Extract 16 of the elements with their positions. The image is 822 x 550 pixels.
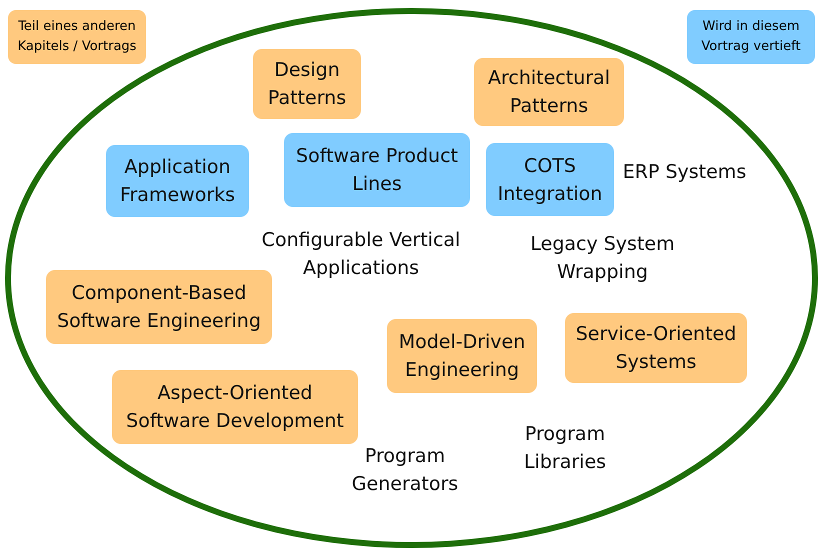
topic-box: Design Patterns — [253, 49, 361, 119]
topic-box: Software Product Lines — [284, 133, 470, 207]
topic-box: Application Frameworks — [106, 145, 249, 217]
legend-swatch: Wird in diesem Vortrag vertieft — [687, 10, 815, 64]
topic-box: COTS Integration — [486, 143, 614, 216]
topic-label: Program Generators — [350, 444, 460, 497]
topic-box: Model-Driven Engineering — [387, 319, 537, 393]
boundary-ellipse — [5, 8, 818, 548]
topic-label: Program Libraries — [522, 422, 608, 475]
topic-box: Service-Oriented Systems — [565, 313, 747, 383]
topic-box: Component-Based Software Engineering — [46, 270, 272, 344]
topic-box: Architectural Patterns — [474, 58, 624, 126]
topic-box: Aspect-Oriented Software Development — [112, 370, 358, 444]
legend-swatch: Teil eines anderen Kapitels / Vortrags — [8, 10, 146, 64]
topic-label: ERP Systems — [622, 160, 748, 185]
topic-label: Legacy System Wrapping — [529, 232, 676, 285]
